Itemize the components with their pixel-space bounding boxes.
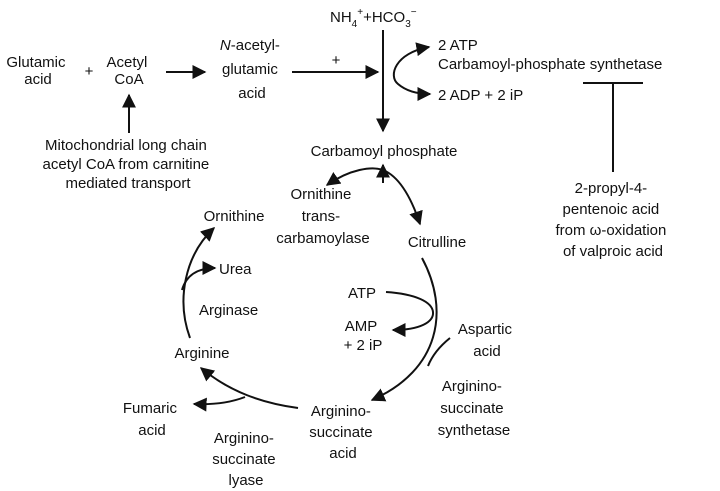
fumaric-acid-label: Fumaric acid [123, 400, 181, 439]
atp-amp-hook [385, 291, 434, 337]
atp-adp-curve [392, 42, 432, 101]
argininosuccinate-acid-label: Arginino- succinate acid [309, 403, 377, 462]
urea-label: Urea [219, 261, 252, 278]
two-atp-label: 2 ATP [438, 37, 478, 54]
carbamoyl-phosphate-label: Carbamoyl phosphate [311, 143, 458, 160]
asl-enzyme-label: Arginino- succinate lyase [212, 430, 280, 489]
cps-label: Carbamoyl-phosphate synthetase [438, 56, 662, 73]
atp-label: ATP [348, 285, 376, 302]
aspartic-join-curve [427, 337, 451, 367]
plus-sign-2: + [332, 52, 341, 69]
ass-enzyme-label: Arginino- succinate synthetase [438, 378, 511, 439]
arginine-to-ornithine-arc [182, 227, 216, 339]
arginase-label: Arginase [199, 302, 258, 319]
glutamic-acid-label: Glutamic acid [6, 54, 69, 88]
mitochondrial-label: Mitochondrial long chain acetyl CoA from… [43, 137, 214, 192]
otc-enzyme-label: Ornithine trans- carbamoylase [276, 186, 369, 247]
citrulline-label: Citrulline [408, 234, 466, 251]
ornithine-label: Ornithine [204, 208, 265, 225]
valproic-label: 2-propyl-4- pentenoic acid from ω-oxidat… [555, 180, 670, 260]
urea-branch [181, 261, 217, 291]
nh4-hco3-label: NH4++HCO3− [330, 7, 417, 30]
plus-sign-1: + [85, 63, 94, 80]
amp-label: AMP + 2 iP [344, 318, 383, 354]
fumarate-branch [192, 396, 246, 412]
citrulline-to-asa-arc [370, 257, 438, 402]
arginine-label: Arginine [174, 345, 229, 362]
aspartic-acid-label: Aspartic acid [458, 321, 516, 360]
asa-to-arginine-arc [199, 367, 299, 409]
n-acetylglutamic-acid-label: N-acetyl- glutamic acid [220, 37, 284, 102]
acetyl-coa-label: Acetyl CoA [106, 54, 151, 88]
two-adp-label: 2 ADP + 2 iP [438, 87, 523, 104]
